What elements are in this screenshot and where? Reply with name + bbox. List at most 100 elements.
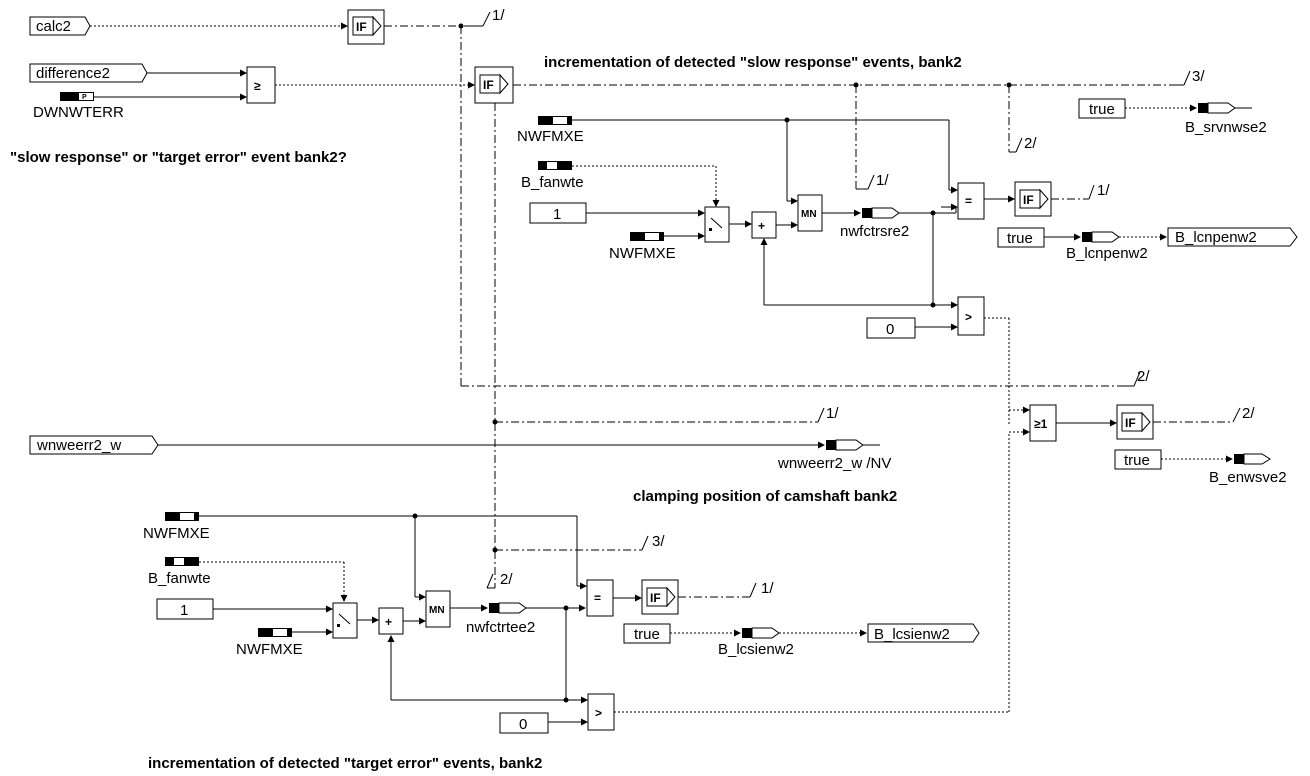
svg-text:MN: MN	[429, 605, 445, 616]
input-calc2[interactable]: calc2	[29, 16, 91, 36]
var-nwfctrtee2: nwfctrtee2	[466, 602, 535, 636]
const-true-srvnwse: true	[1078, 98, 1126, 119]
if-block-or: IF	[1116, 404, 1154, 440]
const-true-enwsve: true	[1114, 449, 1162, 470]
if-block-a: IF	[1014, 181, 1052, 217]
svg-text:calc2: calc2	[36, 18, 71, 35]
svg-text:1/: 1/	[761, 580, 774, 597]
const-one-b: 1	[156, 598, 214, 620]
svg-text:≥1: ≥1	[1034, 417, 1048, 431]
svg-text:P: P	[82, 94, 87, 101]
param-nwfmxe-b: NWFMXE	[609, 232, 676, 262]
eq-block-a: =	[957, 182, 985, 220]
svg-text:true: true	[1124, 452, 1150, 469]
svg-text:B_fanwte: B_fanwte	[148, 570, 211, 587]
if-block-b: IF	[641, 579, 679, 615]
svg-text:1/: 1/	[1097, 182, 1110, 199]
heading-clamping: clamping position of camshaft bank2	[633, 488, 897, 505]
or-block: ≥1	[1029, 404, 1057, 442]
svg-text:3/: 3/	[652, 533, 665, 550]
const-zero-a: 0	[866, 317, 916, 339]
svg-text:+: +	[758, 219, 765, 233]
svg-text:=: =	[594, 591, 601, 605]
svg-text:+: +	[385, 615, 392, 629]
svg-text:B_lcsienw2: B_lcsienw2	[718, 641, 794, 658]
compare-ge-block: ≥	[246, 66, 276, 104]
const-one-a: 1	[529, 202, 587, 224]
svg-text:IF: IF	[650, 591, 661, 605]
add-block-a: +	[751, 211, 777, 239]
output-b-lcnpenw2[interactable]: B_lcnpenw2	[1167, 227, 1298, 247]
svg-text:B_lcsienw2: B_lcsienw2	[874, 626, 950, 643]
svg-text:1/: 1/	[876, 172, 889, 189]
svg-text:B_fanwte: B_fanwte	[521, 174, 584, 191]
switch-block-a	[704, 206, 730, 243]
svg-text:NWFMXE: NWFMXE	[609, 245, 676, 262]
svg-text:nwfctrtee2: nwfctrtee2	[466, 619, 535, 636]
heading-event-question: "slow response" or "target error" event …	[10, 149, 347, 166]
svg-text:2/: 2/	[1242, 405, 1255, 422]
param-dwnwterr: P DWNWTERR	[33, 92, 124, 121]
min-block-a: MN	[797, 194, 823, 232]
svg-text:IF: IF	[483, 78, 494, 92]
svg-text:MN: MN	[801, 209, 817, 220]
svg-text:true: true	[1007, 230, 1033, 247]
branch-label: 1/	[492, 7, 505, 24]
heading-slow-increment: incrementation of detected "slow respons…	[544, 54, 962, 71]
var-b-lcnpenw2: B_lcnpenw2	[1066, 231, 1148, 262]
var-nwfctrsre2: nwfctrsre2	[840, 207, 909, 240]
svg-text:nwfctrsre2: nwfctrsre2	[840, 223, 909, 240]
svg-text:NWFMXE: NWFMXE	[517, 128, 584, 145]
svg-text:B_enwsve2: B_enwsve2	[1209, 469, 1287, 486]
var-b-enwsve2: B_enwsve2	[1209, 453, 1287, 486]
svg-text:B_srvnwse2: B_srvnwse2	[1185, 119, 1267, 136]
if-block-main: IF	[474, 66, 514, 104]
svg-text:>: >	[965, 310, 972, 324]
svg-text:0: 0	[519, 716, 527, 733]
svg-text:1: 1	[553, 206, 561, 223]
svg-text:IF: IF	[1023, 193, 1034, 207]
switch-block-b	[332, 602, 358, 639]
param-nwfmxe-a: NWFMXE	[517, 116, 584, 145]
var-b-srvnwse2: B_srvnwse2	[1185, 102, 1267, 136]
svg-text:NWFMXE: NWFMXE	[143, 525, 210, 542]
const-zero-b: 0	[499, 712, 549, 734]
if-block-calc2: IF	[347, 9, 385, 45]
svg-text:IF: IF	[356, 20, 367, 34]
svg-text:1/: 1/	[826, 405, 839, 422]
svg-text:DWNWTERR: DWNWTERR	[33, 104, 124, 121]
gt-block-b: >	[587, 693, 615, 731]
param-b-fanwte-a: B_fanwte	[521, 161, 584, 191]
var-wnweerr2-nv: wnweerr2_w /NV	[777, 439, 891, 472]
gt-block-a: >	[957, 296, 985, 336]
const-true-lcnpenw: true	[997, 227, 1045, 248]
svg-text:wnweerr2_w: wnweerr2_w	[36, 437, 121, 454]
svg-text:NWFMXE: NWFMXE	[236, 641, 303, 658]
heading-target-increment: incrementation of detected "target error…	[148, 755, 542, 772]
min-block-b: MN	[425, 590, 451, 628]
input-wnweerr2[interactable]: wnweerr2_w	[29, 435, 159, 455]
add-block-b: +	[378, 607, 404, 635]
param-nwfmxe-d: NWFMXE	[236, 628, 303, 658]
svg-text:3/: 3/	[1192, 68, 1205, 85]
svg-text:B_lcnpenw2: B_lcnpenw2	[1175, 229, 1257, 246]
svg-text:0: 0	[886, 321, 894, 338]
svg-text:difference2: difference2	[36, 65, 110, 82]
svg-text:=: =	[965, 194, 972, 208]
param-nwfmxe-c: NWFMXE	[143, 512, 210, 542]
const-true-lcsienw: true	[623, 623, 671, 644]
svg-text:wnweerr2_w /NV: wnweerr2_w /NV	[777, 455, 891, 472]
svg-text:2/: 2/	[1024, 135, 1037, 152]
svg-text:1: 1	[180, 602, 188, 619]
svg-text:true: true	[1089, 101, 1115, 118]
param-b-fanwte-b: B_fanwte	[148, 557, 211, 587]
svg-text:>: >	[595, 706, 602, 720]
input-difference2[interactable]: difference2	[29, 63, 148, 83]
svg-text:2/: 2/	[500, 571, 513, 588]
svg-text:true: true	[634, 626, 660, 643]
var-b-lcsienw2: B_lcsienw2	[718, 627, 794, 658]
svg-text:IF: IF	[1125, 416, 1136, 430]
output-b-lcsienw2[interactable]: B_lcsienw2	[867, 623, 980, 643]
svg-text:2/: 2/	[1137, 368, 1150, 385]
